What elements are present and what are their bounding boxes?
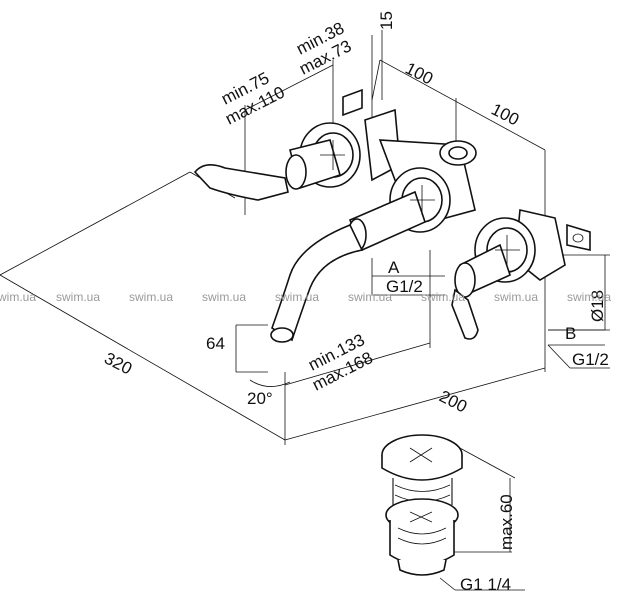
- watermark-text: swim.ua: [494, 290, 538, 304]
- dimension-lines: [0, 30, 610, 591]
- watermark-text: swim.ua: [275, 290, 319, 304]
- watermark-text: swim.ua: [421, 290, 465, 304]
- spout: [271, 223, 364, 342]
- watermark-text: swim.ua: [129, 290, 173, 304]
- label-spout-angle: 20°: [247, 389, 273, 408]
- label-spacing-right: 100: [488, 100, 522, 130]
- watermark-text: swim.ua: [348, 290, 392, 304]
- label-drain-thread: G1 1/4: [460, 575, 511, 594]
- watermark-row: swim.ua swim.ua swim.ua swim.ua swim.ua …: [0, 290, 611, 304]
- label-spout-length: 320: [101, 349, 135, 379]
- label-outlet-diameter: Ø18: [588, 290, 607, 322]
- watermark-text: swim.ua: [202, 290, 246, 304]
- label-drain-height: max.60: [497, 494, 516, 550]
- label-cap-depth: 15: [377, 11, 396, 30]
- mounting-bracket-left: [342, 88, 363, 117]
- label-spout-height: 64: [206, 334, 225, 353]
- label-thread-b: G1/2: [572, 350, 609, 369]
- label-overall-width: 200: [436, 387, 470, 417]
- label-spacing-left: 100: [402, 59, 436, 89]
- label-thread-a: G1/2: [386, 277, 423, 296]
- spout-outlet: [270, 327, 294, 343]
- watermark-text: swim.ua: [567, 290, 611, 304]
- drain-valve: [381, 434, 463, 576]
- watermark-text: swim.ua: [0, 290, 36, 304]
- mounting-bracket-right: [566, 223, 591, 251]
- faucet-assembly: [193, 88, 591, 343]
- watermark-text: swim.ua: [56, 290, 100, 304]
- left-lever: [193, 164, 289, 201]
- right-lever: [451, 288, 479, 340]
- label-b: B: [565, 324, 576, 343]
- label-a: A: [388, 258, 400, 277]
